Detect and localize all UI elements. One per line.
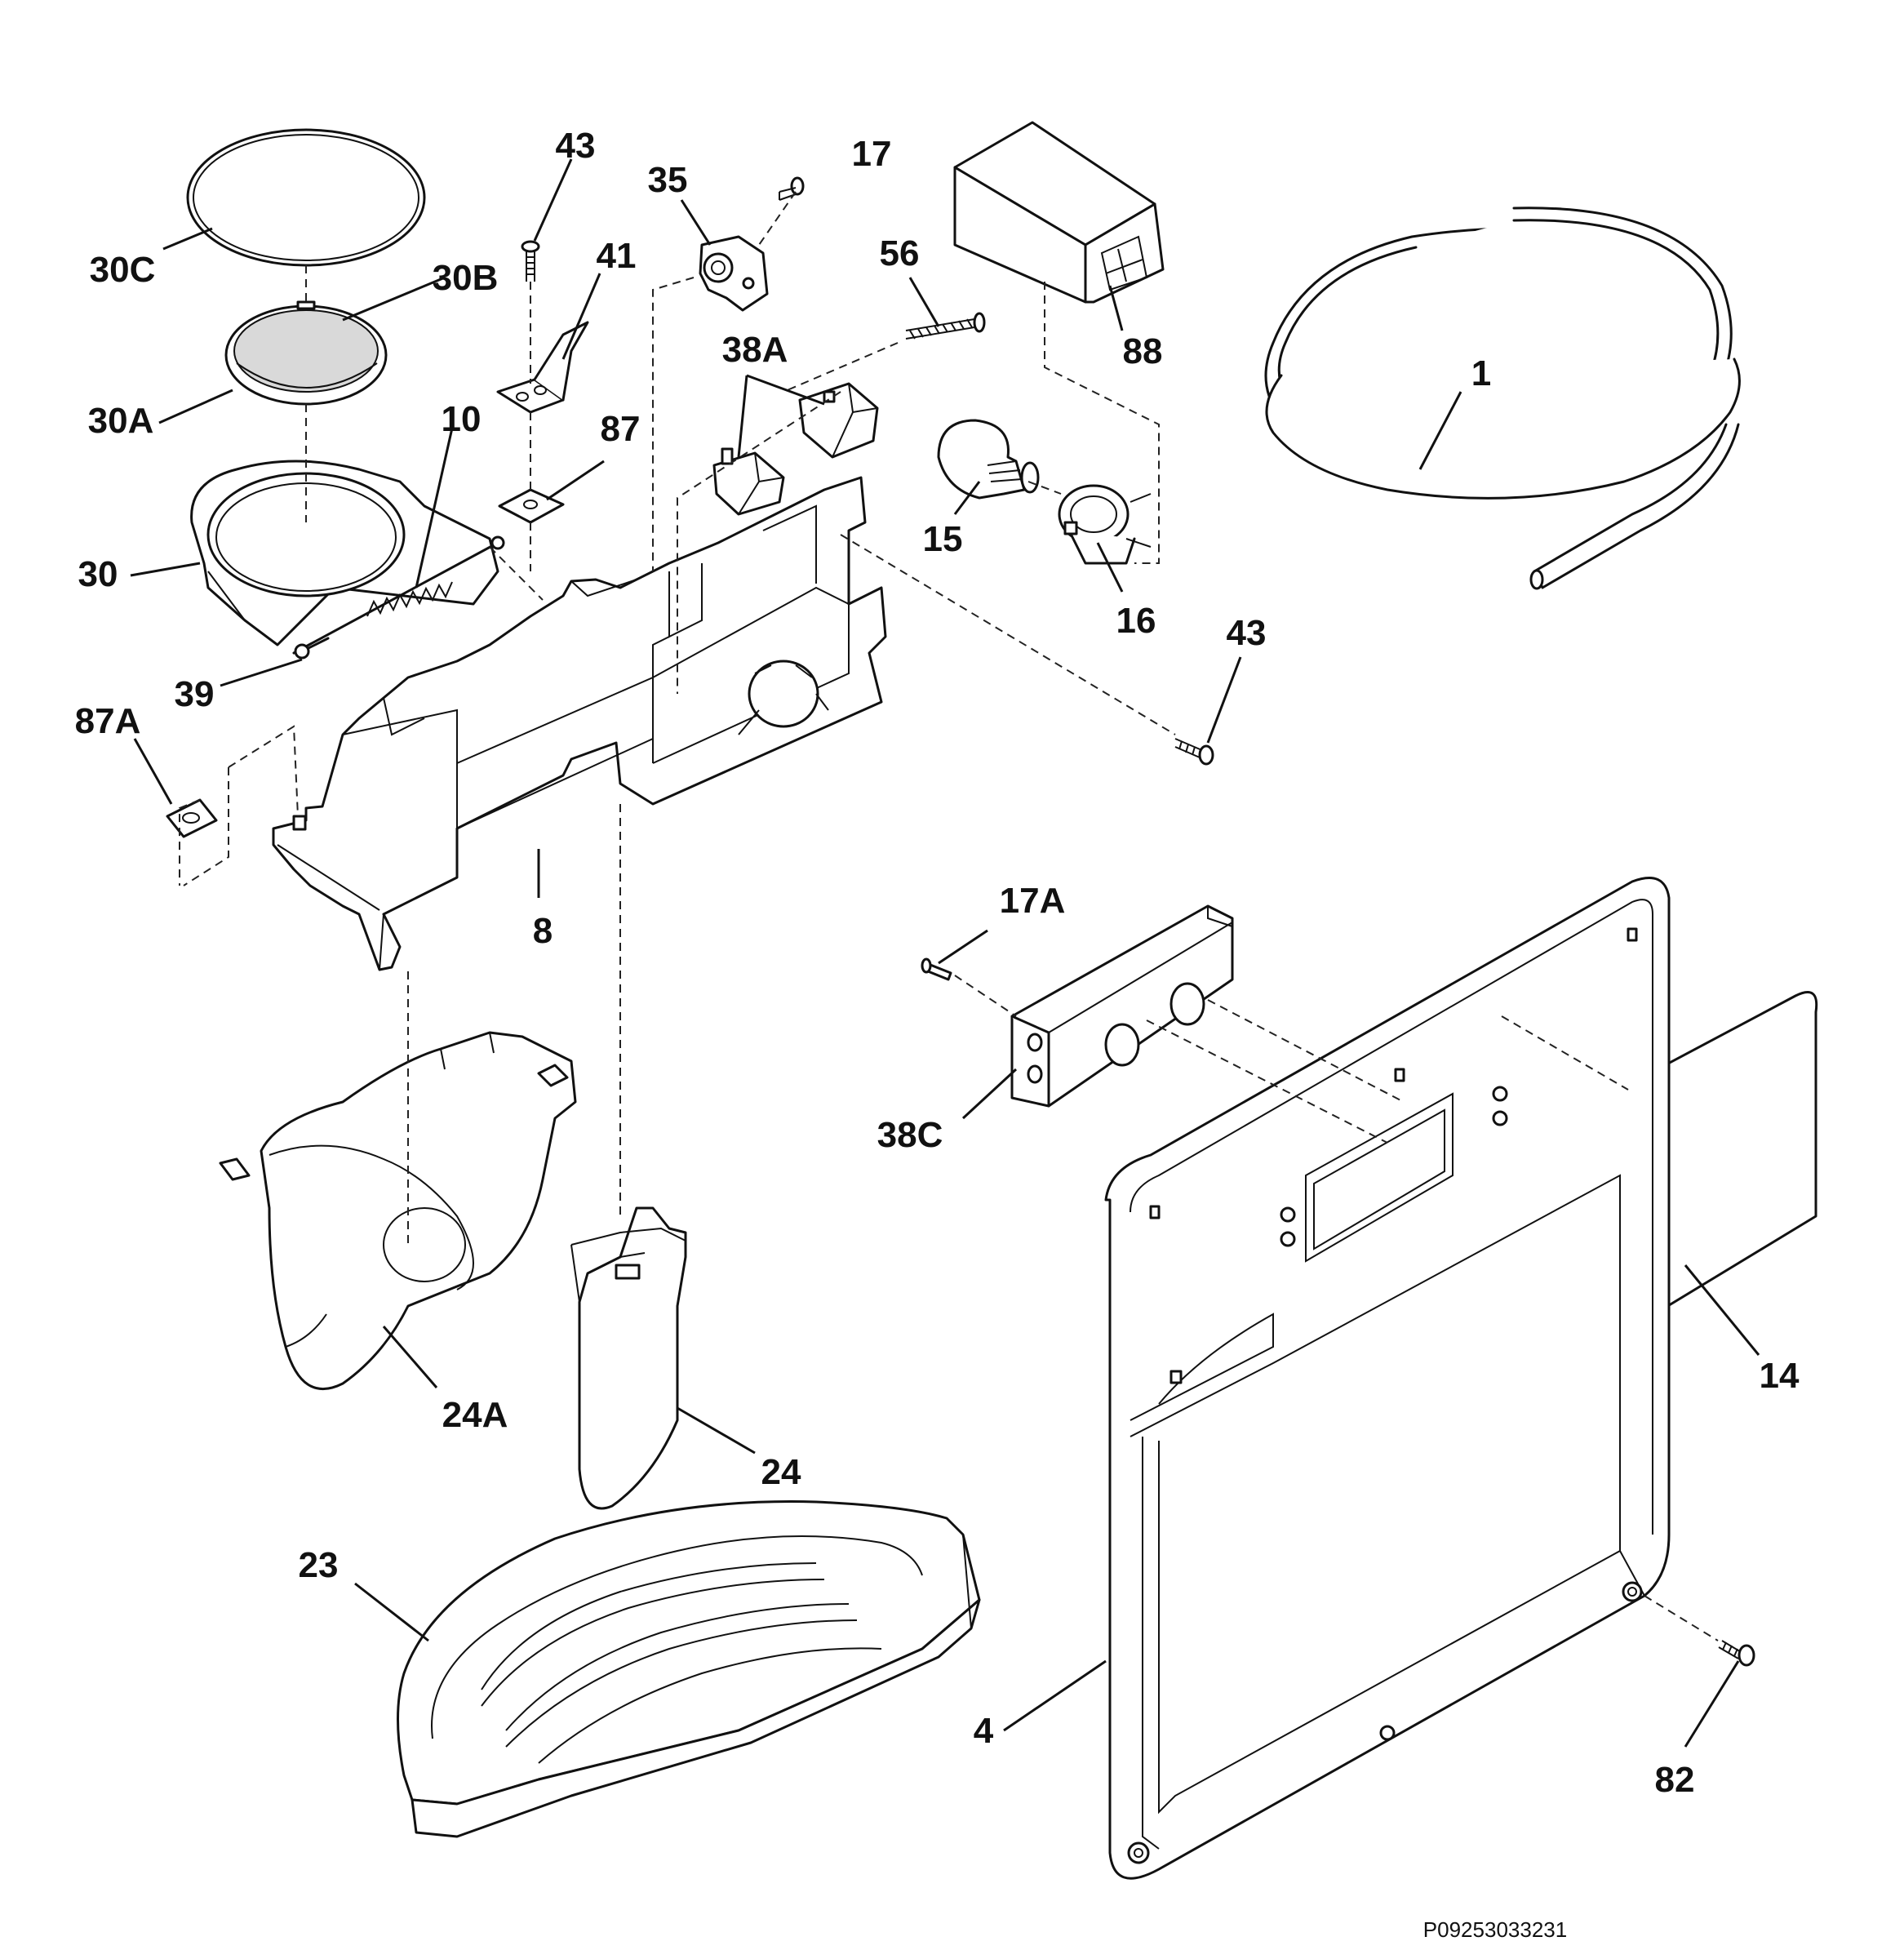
part-10-spring[interactable] [292, 535, 505, 655]
part-30-light-housing[interactable] [190, 460, 499, 646]
label-15: 15 [923, 519, 963, 559]
label-43-top: 43 [556, 126, 596, 166]
part-87a-pad[interactable] [166, 798, 218, 838]
part-82-screw[interactable] [1718, 1640, 1755, 1667]
part-38a-switch-upper[interactable] [798, 382, 879, 459]
label-1: 1 [1471, 353, 1491, 393]
part-41-clip[interactable] [496, 321, 589, 414]
part-38a-switch-lower[interactable] [712, 447, 785, 516]
part-43-screw-top[interactable] [521, 240, 540, 282]
part-43-screw-right[interactable] [1174, 738, 1214, 766]
label-30c: 30C [90, 250, 156, 290]
label-87a: 87A [75, 701, 141, 741]
label-17: 17 [852, 134, 892, 174]
part-38c-switch-bracket[interactable] [1010, 904, 1234, 1108]
label-24: 24 [761, 1452, 801, 1492]
label-10: 10 [442, 399, 482, 439]
label-8: 8 [533, 911, 553, 951]
label-88: 88 [1123, 331, 1163, 371]
label-17a: 17A [1000, 881, 1066, 921]
part-30b-lens[interactable] [224, 300, 388, 406]
part-56-long-screw[interactable] [905, 312, 986, 340]
label-24a: 24A [442, 1395, 508, 1435]
label-43-right: 43 [1227, 613, 1267, 653]
part-15-bulb[interactable] [937, 419, 1040, 500]
label-14: 14 [1760, 1356, 1800, 1396]
label-23: 23 [299, 1545, 339, 1585]
label-82: 82 [1655, 1760, 1695, 1800]
label-30b: 30B [433, 258, 499, 298]
label-38c: 38C [877, 1115, 943, 1155]
part-35-actuator[interactable] [699, 235, 769, 312]
diagram-code: P09253033231 [1423, 1917, 1567, 1942]
label-35: 35 [648, 160, 688, 200]
part-24-flap[interactable] [570, 1206, 687, 1510]
part-4-dispenser-frame[interactable] [1104, 877, 1671, 1880]
callout-labels: 30C 30B 30A 30 10 39 87A 43 41 87 35 17 … [75, 126, 1800, 1942]
part-1-water-tube[interactable] [1264, 207, 1741, 590]
part-23-drip-tray[interactable] [397, 1500, 981, 1838]
part-17a-screw[interactable] [921, 957, 952, 981]
part-24a-ice-chute[interactable] [219, 1031, 577, 1391]
assembly-guide-lines [179, 191, 1719, 1641]
label-16: 16 [1116, 601, 1156, 641]
part-8-dispenser-housing[interactable] [272, 476, 887, 971]
label-38a: 38A [722, 330, 788, 370]
label-39: 39 [175, 674, 215, 714]
label-87: 87 [601, 409, 641, 449]
part-30c-gasket[interactable] [186, 128, 426, 267]
label-41: 41 [597, 236, 637, 276]
label-4: 4 [974, 1711, 994, 1751]
part-16-socket[interactable] [1058, 484, 1152, 565]
callout-leader-lines [130, 158, 1760, 1748]
part-39-pivot-pin[interactable] [294, 637, 330, 660]
part-88-control-box[interactable] [953, 121, 1165, 304]
label-56: 56 [880, 233, 920, 273]
label-30: 30 [78, 554, 118, 594]
label-30a: 30A [88, 401, 154, 441]
part-17-screw[interactable] [779, 176, 805, 201]
